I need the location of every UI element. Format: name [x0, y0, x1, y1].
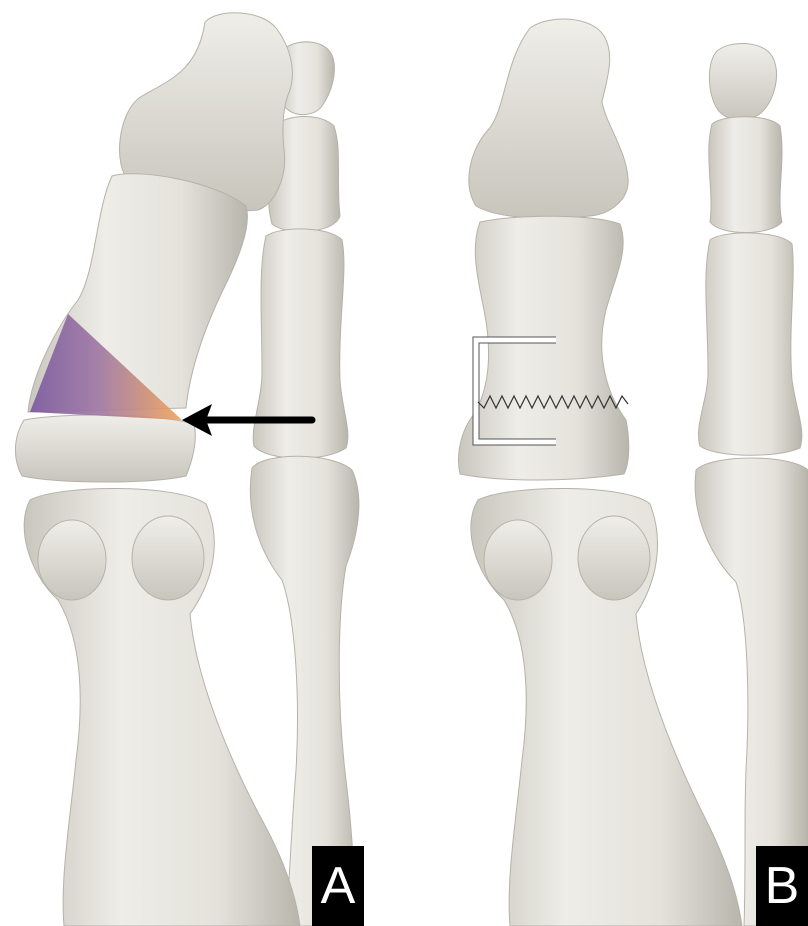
panel-b	[459, 19, 808, 926]
panel-a	[15, 13, 358, 926]
second-middle-phalanx-b	[709, 117, 782, 233]
sesamoid-medial-a	[38, 520, 106, 600]
second-toe-bones-b	[695, 43, 808, 926]
sesamoid-lateral-b	[578, 516, 650, 600]
panel-label-b: B	[756, 846, 808, 926]
second-proximal-phalanx-a	[253, 229, 348, 458]
second-proximal-phalanx-b	[699, 233, 802, 455]
hallux-proximal-base-a	[15, 415, 195, 482]
second-distal-phalanx-b	[709, 43, 776, 120]
panel-label-a: A	[312, 846, 364, 926]
hallux-distal-phalanx-b	[469, 19, 628, 218]
sesamoid-medial-b	[484, 520, 552, 600]
sesamoid-lateral-a	[132, 516, 204, 600]
